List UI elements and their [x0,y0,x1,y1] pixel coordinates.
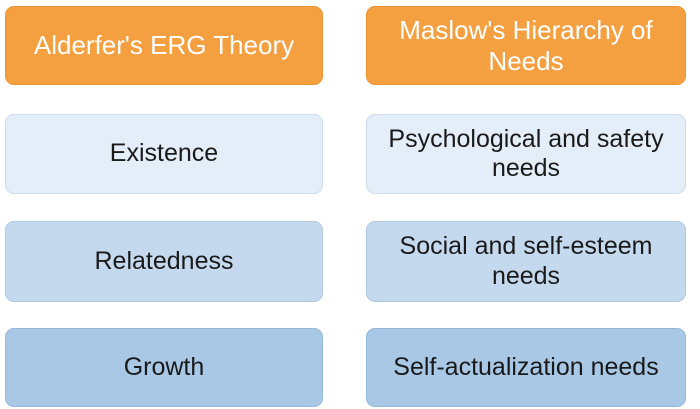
maslow-physiological-safety-label: Psychological and safety needs [388,124,664,183]
maslow-social-esteem-label: Social and self-esteem needs [399,232,653,290]
erg-growth-box: Growth [5,328,323,407]
erg-theory-header-text: Alderfer's ERG Theory [33,30,295,61]
maslow-hierarchy-header-text: Maslow's Hierarchy of Needs [399,14,653,76]
maslow-self-actualization-box: Self-actualization needs [366,328,686,407]
maslow-physiological-safety-box: Psychological and safety needs [366,114,686,194]
erg-relatedness-label: Relatedness [94,246,234,275]
maslow-self-actualization-label: Self-actualization needs [393,352,659,381]
erg-existence-label: Existence [109,139,219,168]
erg-theory-header: Alderfer's ERG Theory [5,6,323,85]
erg-existence-box: Existence [5,114,323,194]
maslow-social-esteem-box: Social and self-esteem needs [366,221,686,302]
erg-growth-label: Growth [123,352,205,381]
erg-relatedness-box: Relatedness [5,221,323,302]
maslow-hierarchy-header: Maslow's Hierarchy of Needs [366,6,686,85]
